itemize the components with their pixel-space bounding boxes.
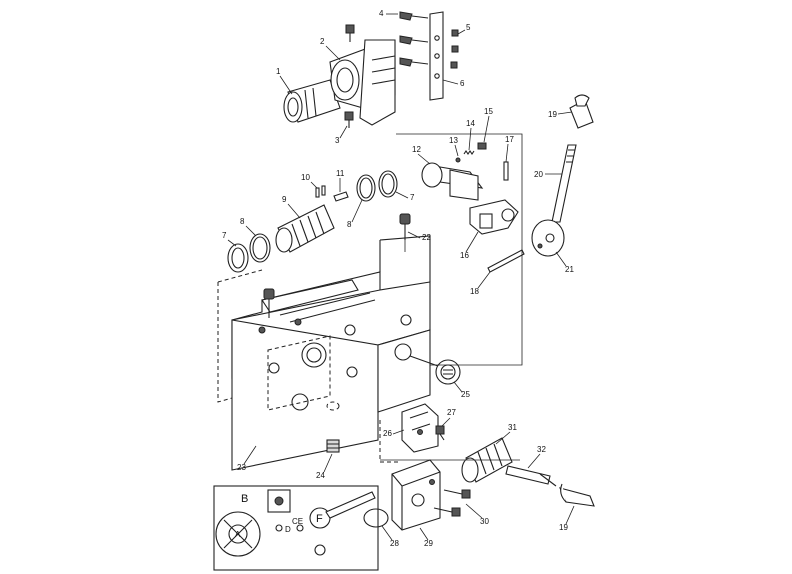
label-15: 15 <box>484 107 493 116</box>
part-26-bracket <box>401 403 439 453</box>
housing-hidden-lines <box>217 269 400 463</box>
label-3: 3 <box>335 136 340 145</box>
part-19-knob-top <box>569 94 594 129</box>
part-1-threaded-sleeve <box>283 79 341 123</box>
inset-panel <box>213 485 379 571</box>
label-2: 2 <box>320 37 325 46</box>
part-14-spring <box>463 150 475 155</box>
label-13: 13 <box>449 136 458 145</box>
label-19-top: 19 <box>548 110 557 119</box>
inset-ce-mark: CE <box>292 517 303 526</box>
label-11: 11 <box>336 169 345 178</box>
part-15-setscrew <box>477 142 487 150</box>
part-18-pin <box>487 249 525 273</box>
label-17: 17 <box>505 135 514 144</box>
label-21: 21 <box>565 265 574 274</box>
part-7-retaining-ring-right <box>378 170 398 198</box>
label-30: 30 <box>480 517 489 526</box>
part-11-key <box>333 191 349 202</box>
inset-b-mark: B <box>241 493 248 505</box>
label-10: 10 <box>301 173 310 182</box>
label-23: 23 <box>237 463 246 472</box>
part-9-worm-shaft <box>275 204 335 253</box>
label-9: 9 <box>282 195 287 204</box>
label-12: 12 <box>412 145 421 154</box>
part-13-ball <box>455 157 461 163</box>
label-31: 31 <box>508 423 517 432</box>
label-8-left: 8 <box>240 217 245 226</box>
label-14: 14 <box>466 119 475 128</box>
part-10-pins <box>315 185 326 198</box>
part-32-shaft <box>505 465 557 487</box>
label-19-bottom: 19 <box>559 523 568 532</box>
part-30-screws <box>433 489 471 517</box>
part-19-knob-bottom <box>559 483 595 507</box>
part-21-lever-hub <box>531 219 565 257</box>
inset-f-mark: F <box>316 513 323 525</box>
part-17-pin <box>503 161 509 181</box>
part-4-screws <box>399 11 429 67</box>
part-7-retaining-ring-left <box>227 243 249 273</box>
label-7-right: 7 <box>410 193 415 202</box>
label-6: 6 <box>460 79 465 88</box>
part-12-bushing <box>421 162 484 201</box>
part-27-screw <box>435 425 445 441</box>
part-20-lever-rod <box>551 144 577 223</box>
label-26: 26 <box>383 429 392 438</box>
label-28: 28 <box>390 539 399 548</box>
connector-lines <box>380 133 523 461</box>
label-20: 20 <box>534 170 543 179</box>
label-18: 18 <box>470 287 479 296</box>
label-7-left: 7 <box>222 231 227 240</box>
label-29: 29 <box>424 539 433 548</box>
label-1: 1 <box>276 67 281 76</box>
part-16-fork-lever <box>469 199 519 235</box>
part-24-plug <box>326 401 340 453</box>
part-3-screw <box>344 24 355 128</box>
label-24: 24 <box>316 471 325 480</box>
label-22: 22 <box>422 233 431 242</box>
part-23-housing <box>231 235 431 471</box>
label-32: 32 <box>537 445 546 454</box>
part-2-clamp-bracket <box>329 39 396 126</box>
housing-socket-screw <box>263 288 275 318</box>
part-22-socket-screw <box>399 213 411 240</box>
inset-d-mark: D <box>285 525 291 534</box>
part-5-nuts <box>450 29 459 69</box>
label-5: 5 <box>466 23 471 32</box>
part-28-cap <box>363 508 389 528</box>
part-25-cover <box>409 355 461 385</box>
label-27: 27 <box>447 408 456 417</box>
part-labels: 1 2 3 4 5 6 7 8 9 10 11 8 7 12 13 14 15 … <box>222 9 574 548</box>
inset-marks: B A F CE D <box>235 493 323 539</box>
label-16: 16 <box>460 251 469 260</box>
label-4: 4 <box>379 9 384 18</box>
label-8-right: 8 <box>347 220 352 229</box>
part-8-washer-left <box>249 233 271 263</box>
label-25: 25 <box>461 390 470 399</box>
inset-a-mark: A <box>235 530 241 539</box>
part-8-washer-right <box>356 174 376 202</box>
part-6-bar <box>429 11 444 101</box>
part-29-block <box>391 459 441 531</box>
